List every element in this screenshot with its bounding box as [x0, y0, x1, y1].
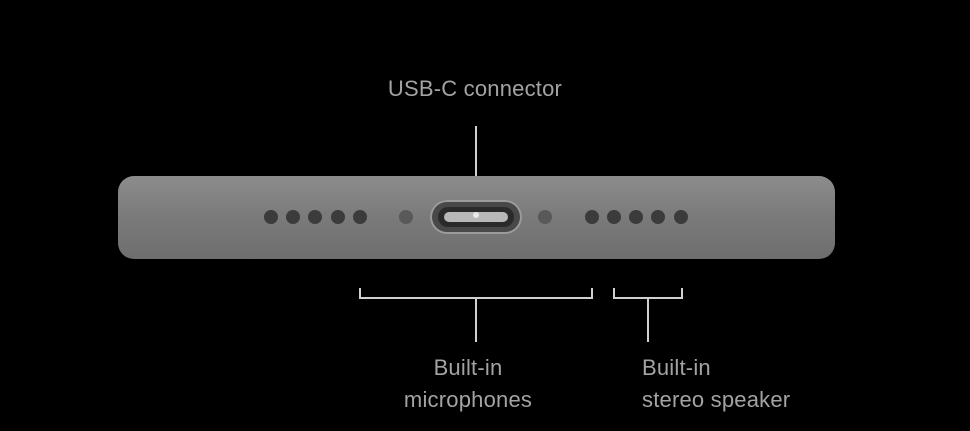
speaker-hole-right-5 — [674, 210, 688, 224]
speaker-hole-right-3 — [629, 210, 643, 224]
microphones-bracket-left — [359, 288, 361, 298]
label-usb-c-connector: USB-C connector — [0, 73, 950, 105]
speaker-hole-left-3 — [308, 210, 322, 224]
label-microphones-line2: microphones — [403, 387, 533, 412]
speaker-bracket-left — [613, 288, 615, 298]
speaker-hole-left-5 — [353, 210, 367, 224]
label-microphones-line1: Built-in — [433, 355, 503, 380]
callout-connector-line — [475, 126, 477, 214]
label-speaker-line1: Built-in — [642, 355, 711, 380]
speaker-hole-right-2 — [607, 210, 621, 224]
speaker-hole-left-2 — [286, 210, 300, 224]
microphones-bracket-right — [591, 288, 593, 298]
callout-connector-dot — [473, 212, 479, 218]
label-built-in-microphones: Built-in microphones — [396, 352, 540, 416]
speaker-bracket-stem — [647, 298, 649, 342]
label-built-in-stereo-speaker: Built-in stereo speaker — [642, 352, 790, 416]
speaker-hole-left-1 — [264, 210, 278, 224]
microphone-hole-left — [399, 210, 413, 224]
speaker-hole-right-1 — [585, 210, 599, 224]
speaker-bracket-right — [681, 288, 683, 298]
speaker-hole-right-4 — [651, 210, 665, 224]
label-speaker-line2: stereo speaker — [642, 387, 791, 412]
label-usb-c-connector-text: USB-C connector — [387, 76, 563, 101]
microphone-hole-right — [538, 210, 552, 224]
speaker-hole-left-4 — [331, 210, 345, 224]
microphones-bracket-stem — [475, 298, 477, 342]
